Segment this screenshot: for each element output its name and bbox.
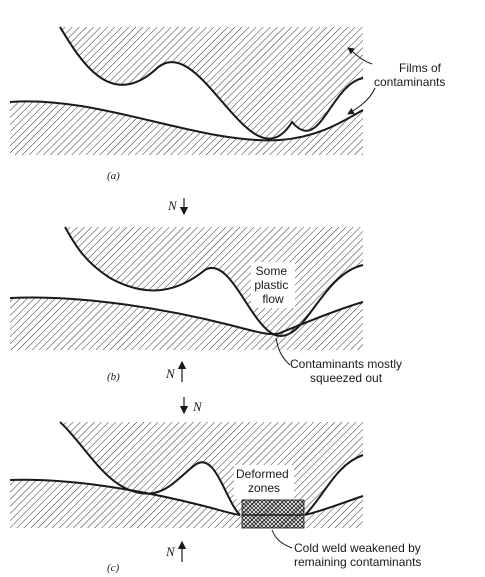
lower-surface-b — [10, 297, 363, 350]
annotation-line: squeezed out — [310, 371, 383, 385]
leader-line — [347, 47, 373, 65]
annotation-deformed-zones: Deformed zones — [236, 467, 292, 495]
upper-surface-a — [10, 27, 363, 139]
lower-surface-edge-c — [9, 478, 241, 516]
annotation-line: plastic — [254, 278, 288, 292]
panel-sublabel-a: (a) — [107, 170, 120, 182]
upper-surface-edge-b — [64, 226, 364, 337]
annotation-cold-weld-weakened: Cold weld weakened by remaining contamin… — [294, 541, 424, 569]
force-label-top-b: N — [167, 198, 178, 213]
lower-surface-edge-c — [304, 495, 364, 516]
lower-surface-a — [10, 101, 363, 155]
panel-sublabel-b: (b) — [107, 371, 120, 383]
label-background — [234, 465, 294, 499]
annotation-line: Deformed — [236, 467, 289, 481]
panel-b: N Some plastic flow Contaminants mostly … — [9, 198, 405, 385]
leader-line — [271, 529, 293, 549]
panel-c: N Deformed zones Cold weld weakened by r… — [9, 397, 424, 574]
deformed-zone — [241, 499, 305, 529]
force-label-bottom-c: N — [165, 544, 176, 559]
leader-line — [347, 87, 376, 115]
annotation-films-of-contaminants: Films of contaminants — [374, 61, 445, 89]
upper-surface-edge-a — [59, 26, 364, 140]
annotation-line: Cold weld weakened by — [294, 541, 421, 555]
lower-surface-edge-b — [9, 296, 364, 336]
lower-surface-edge-a — [9, 100, 364, 142]
upper-surface-edge-c — [304, 454, 364, 516]
annotation-line: Some — [256, 264, 288, 278]
annotation-line: Contaminants mostly — [290, 357, 402, 371]
annotation-line: Films of — [399, 61, 442, 75]
force-label-bottom-b: N — [165, 366, 176, 381]
annotation-contaminants-squeezed-out: Contaminants mostly squeezed out — [290, 357, 405, 385]
annotation-line: flow — [262, 292, 284, 306]
force-label-top-c: N — [192, 399, 203, 414]
annotation-line: zones — [248, 481, 280, 495]
leader-line — [275, 337, 291, 366]
annotation-line: remaining contaminants — [294, 555, 421, 569]
panel-a: Films of contaminants (a) — [9, 26, 445, 182]
upper-surface-edge-c — [59, 421, 241, 516]
label-background — [251, 262, 295, 308]
panel-sublabel-c: (c) — [107, 562, 120, 574]
annotation-line: contaminants — [374, 75, 445, 89]
annotation-some-plastic-flow: Some plastic flow — [254, 264, 291, 306]
